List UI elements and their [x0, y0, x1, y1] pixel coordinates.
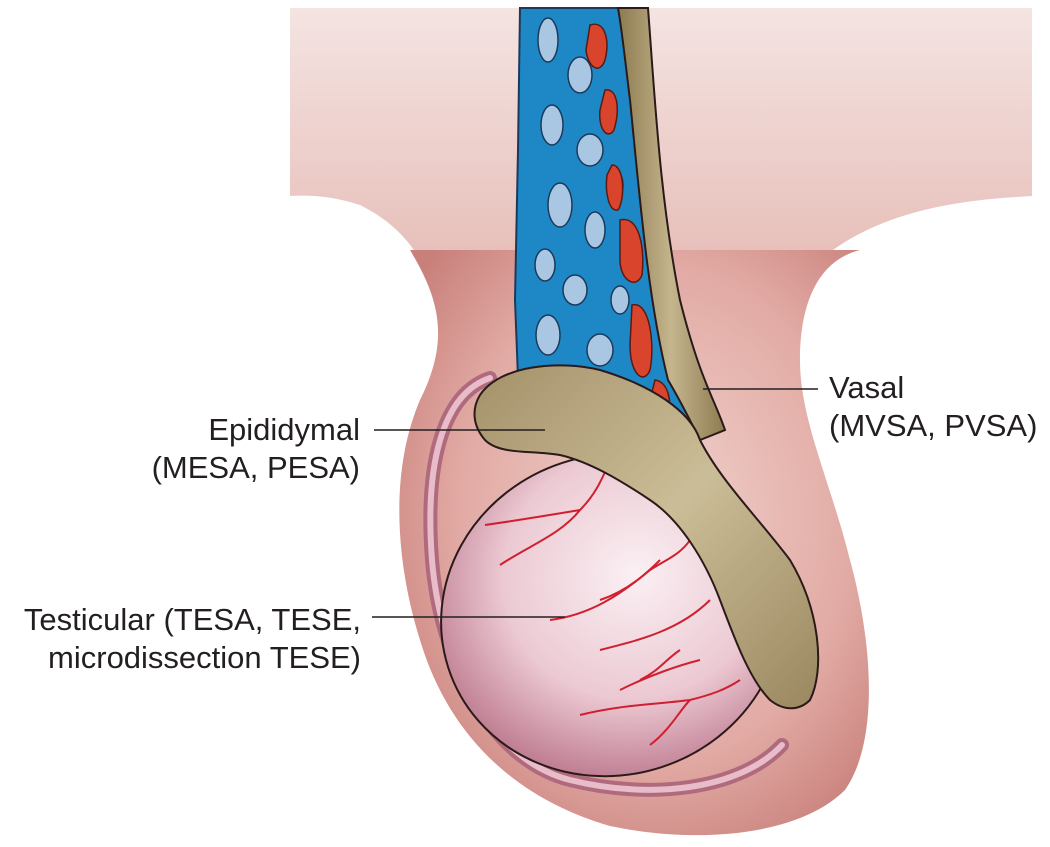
label-vasal: Vasal (MVSA, PVSA): [829, 369, 1037, 445]
label-epididymal-line2: (MESA, PESA): [151, 450, 360, 485]
label-vasal-line2: (MVSA, PVSA): [829, 408, 1038, 443]
label-testicular-line2: microdissection TESE): [48, 640, 361, 675]
label-vasal-line1: Vasal: [829, 370, 905, 405]
label-testicular: Testicular (TESA, TESE, microdissection …: [5, 601, 361, 677]
cord-arteries: [585, 23, 671, 417]
label-testicular-line1: Testicular (TESA, TESE,: [23, 602, 361, 637]
epididymis: [473, 364, 820, 710]
leader-lines: [372, 388, 818, 618]
label-epididymal: Epididymal (MESA, PESA): [140, 411, 360, 487]
testicular-vessels: [484, 449, 741, 746]
label-epididymal-line1: Epididymal: [208, 412, 360, 447]
